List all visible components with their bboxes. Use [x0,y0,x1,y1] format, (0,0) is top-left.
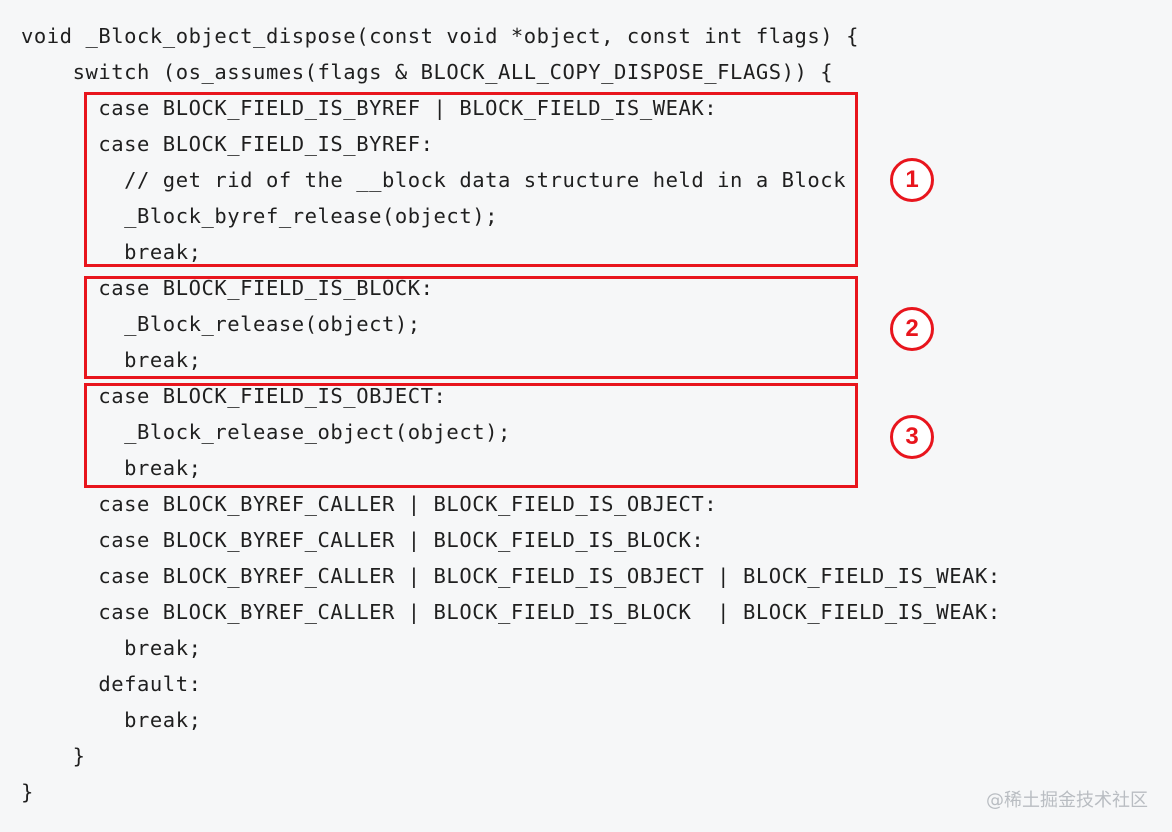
code-line-break: break; [21,240,202,264]
callout-2-icon: 2 [890,307,934,351]
code-line-function-signature: void _Block_object_dispose(const void *o… [21,24,859,48]
code-line-case-block: case BLOCK_FIELD_IS_BLOCK: [21,276,434,300]
code-line-release-object: _Block_release_object(object); [21,420,511,444]
highlight-box-object [84,383,858,488]
code-line-byref-release: _Block_byref_release(object); [21,204,499,228]
code-line-break: break; [21,708,202,732]
code-line-function-close: } [21,780,34,804]
code-line-case-object: case BLOCK_FIELD_IS_OBJECT: [21,384,447,408]
highlight-box-block [84,276,858,379]
code-line-case-caller-block-weak: case BLOCK_BYREF_CALLER | BLOCK_FIELD_IS… [21,600,1001,624]
code-line-case-caller-block: case BLOCK_BYREF_CALLER | BLOCK_FIELD_IS… [21,528,705,552]
highlight-box-byref [84,92,858,267]
callout-3-icon: 3 [890,415,934,459]
code-line-comment: // get rid of the __block data structure… [21,168,847,192]
code-line-default: default: [21,672,202,696]
code-line-case-caller-object: case BLOCK_BYREF_CALLER | BLOCK_FIELD_IS… [21,492,718,516]
code-line-switch: switch (os_assumes(flags & BLOCK_ALL_COP… [21,60,834,84]
code-line-break: break; [21,348,202,372]
code-line-switch-close: } [21,744,86,768]
code-line-block-release: _Block_release(object); [21,312,421,336]
code-line-break: break; [21,636,202,660]
code-line-break: break; [21,456,202,480]
watermark: @稀土掘金技术社区 [986,790,1148,811]
code-line-case-byref: case BLOCK_FIELD_IS_BYREF: [21,132,434,156]
code-line-case-byref-weak: case BLOCK_FIELD_IS_BYREF | BLOCK_FIELD_… [21,96,718,120]
callout-1-icon: 1 [890,158,934,202]
code-line-case-caller-object-weak: case BLOCK_BYREF_CALLER | BLOCK_FIELD_IS… [21,564,1001,588]
